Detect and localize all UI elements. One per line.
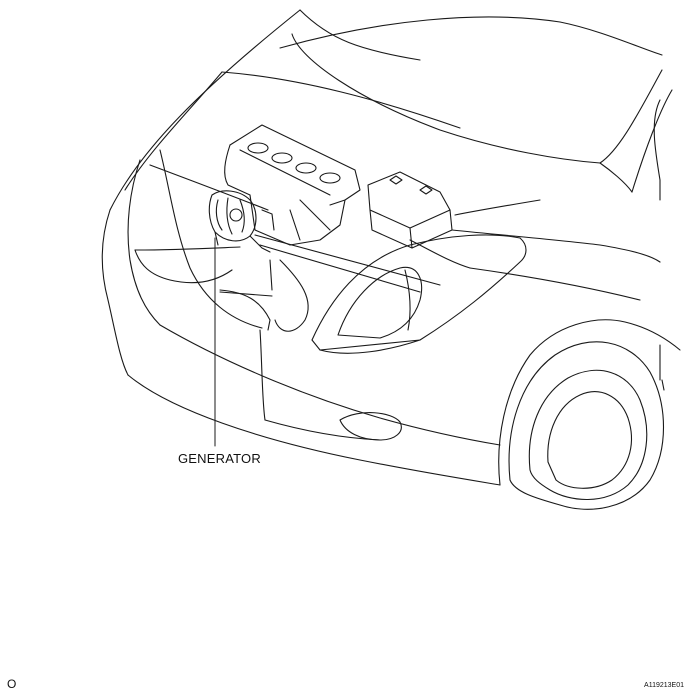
windshield-outline [599, 89, 673, 201]
hood-outline [109, 9, 663, 211]
corner-mark: O [7, 677, 17, 691]
figure-id: A119213E01 [644, 682, 684, 689]
fender-outline [451, 229, 681, 486]
headlamp-outline [311, 234, 527, 354]
battery-outline [367, 171, 453, 249]
generator-outline [208, 190, 275, 253]
front-bumper-outline [101, 149, 501, 486]
compartment-lines [254, 199, 541, 293]
generator-label: GENERATOR [178, 451, 261, 466]
engine-outline [224, 124, 361, 332]
wheel-outline [508, 341, 664, 510]
